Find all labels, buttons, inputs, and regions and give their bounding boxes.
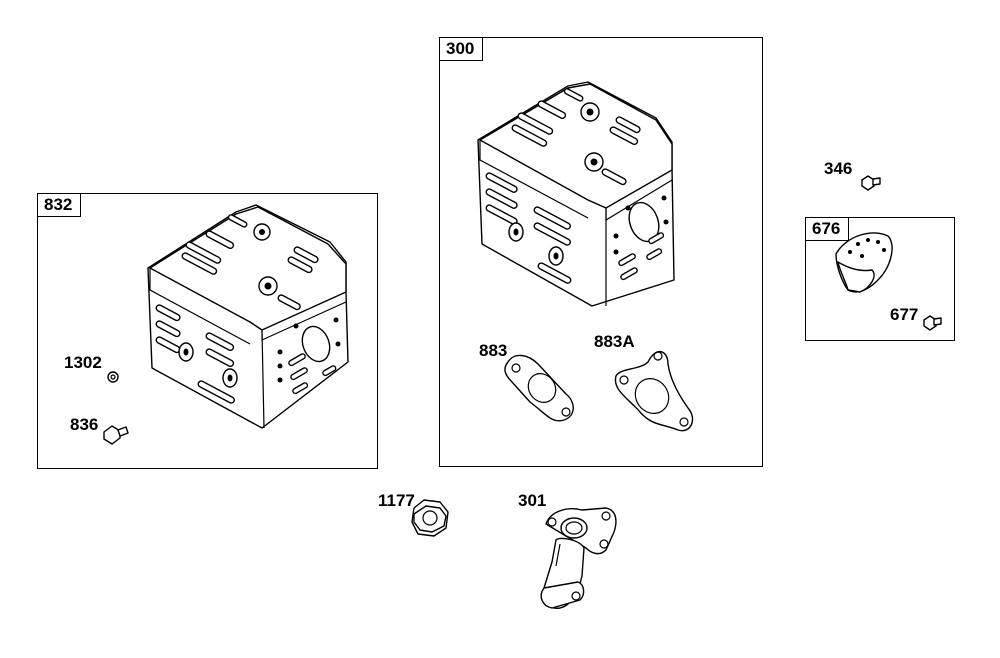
part-label-836: 836: [70, 415, 99, 434]
part-label-883a: 883A: [594, 332, 635, 351]
gasket-883-drawing: [504, 354, 574, 422]
part-label-1302: 1302: [64, 353, 102, 372]
part-label-883: 883: [479, 341, 508, 360]
group-tag-300: 300: [439, 37, 484, 61]
group-box-300: 300: [439, 37, 763, 467]
nut-1177-drawing: [411, 499, 449, 537]
group-tag-832: 832: [37, 193, 82, 217]
part-label-301: 301: [518, 491, 547, 510]
screw-346-drawing: [861, 175, 881, 191]
part-label-1177: 1177: [378, 491, 415, 510]
part-label-346: 346: [824, 159, 853, 178]
screw-836-drawing: [103, 425, 129, 445]
muffler-guard-832-drawing: [147, 204, 349, 429]
group-tag-676: 676: [805, 217, 850, 241]
group-box-832: 832: [37, 193, 378, 469]
screw-677-drawing: [923, 315, 942, 331]
muffler-guard-300-drawing: [477, 81, 675, 307]
gasket-883a-drawing: [614, 351, 694, 432]
part-label-677: 677: [890, 305, 919, 324]
group-box-676: 676: [805, 217, 955, 341]
heat-shield-676-drawing: [835, 232, 893, 293]
exhaust-pipe-301-drawing: [540, 507, 617, 609]
washer-1302-drawing: [107, 371, 119, 383]
